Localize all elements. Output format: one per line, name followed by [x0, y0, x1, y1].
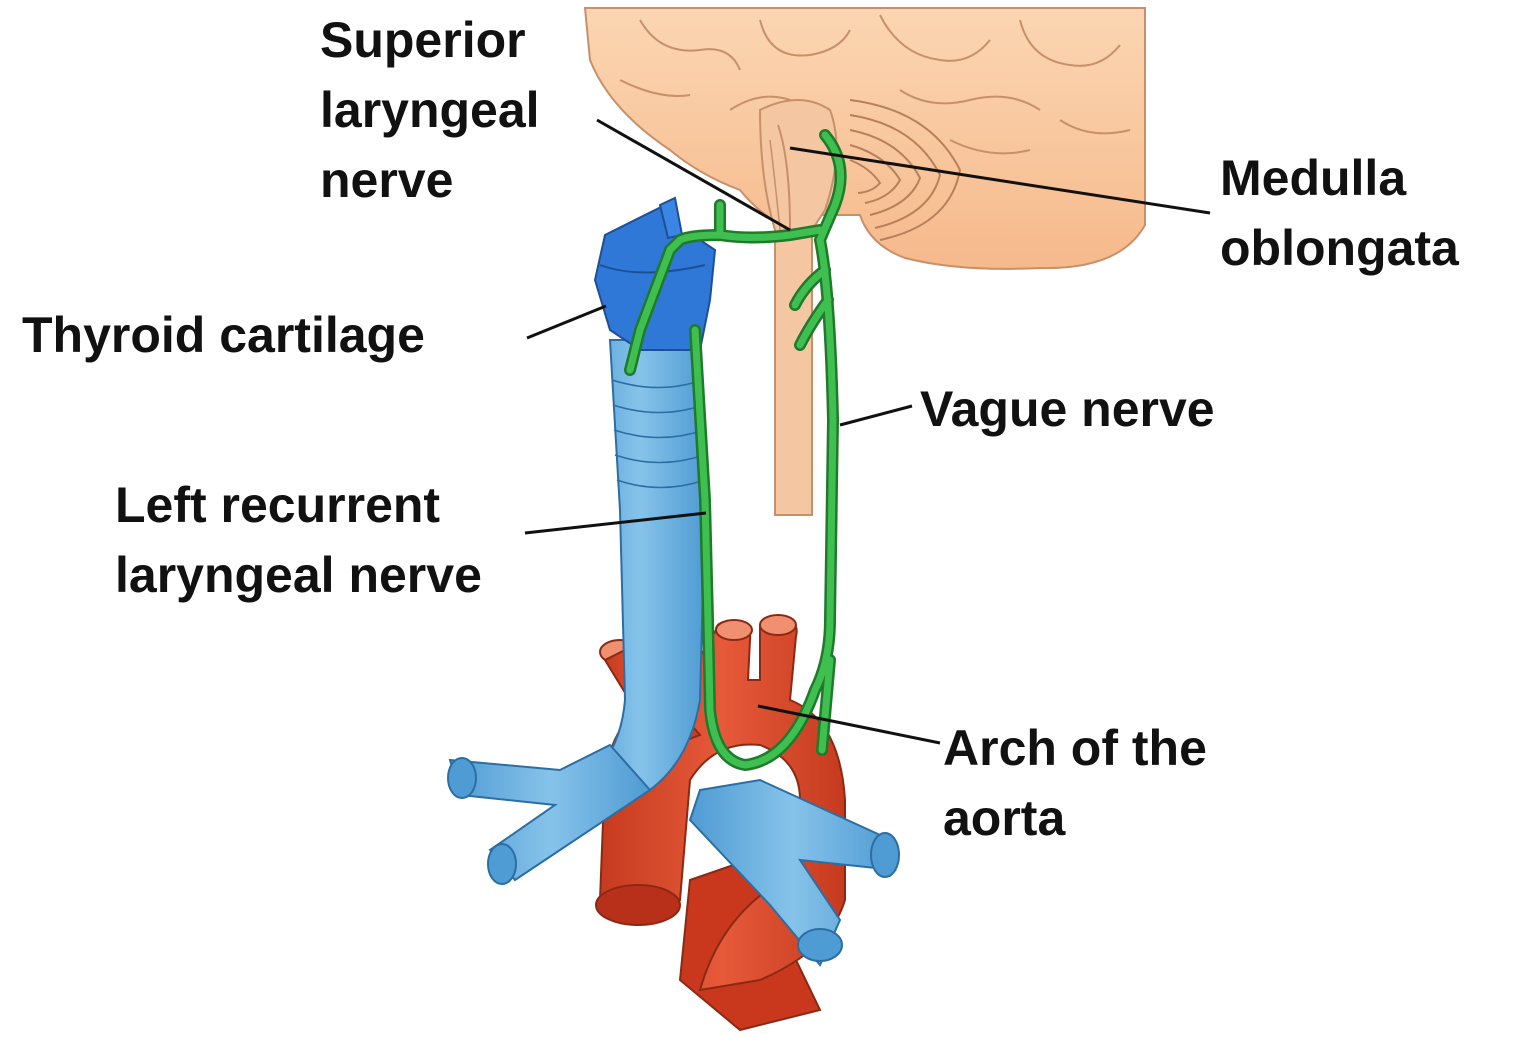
label-superior-laryngeal-nerve: Superior laryngeal nerve: [320, 5, 540, 215]
label-left-recurrent-laryngeal-nerve: Left recurrent laryngeal nerve: [115, 470, 482, 610]
label-vague-nerve: Vague nerve: [920, 374, 1215, 444]
label-medulla-oblongata: Medulla oblongata: [1220, 143, 1459, 283]
leader-thyroid: [527, 306, 606, 338]
label-arch-of-the-aorta: Arch of the aorta: [943, 713, 1207, 853]
leader-vague: [840, 406, 912, 425]
label-thyroid-cartilage: Thyroid cartilage: [22, 300, 425, 370]
